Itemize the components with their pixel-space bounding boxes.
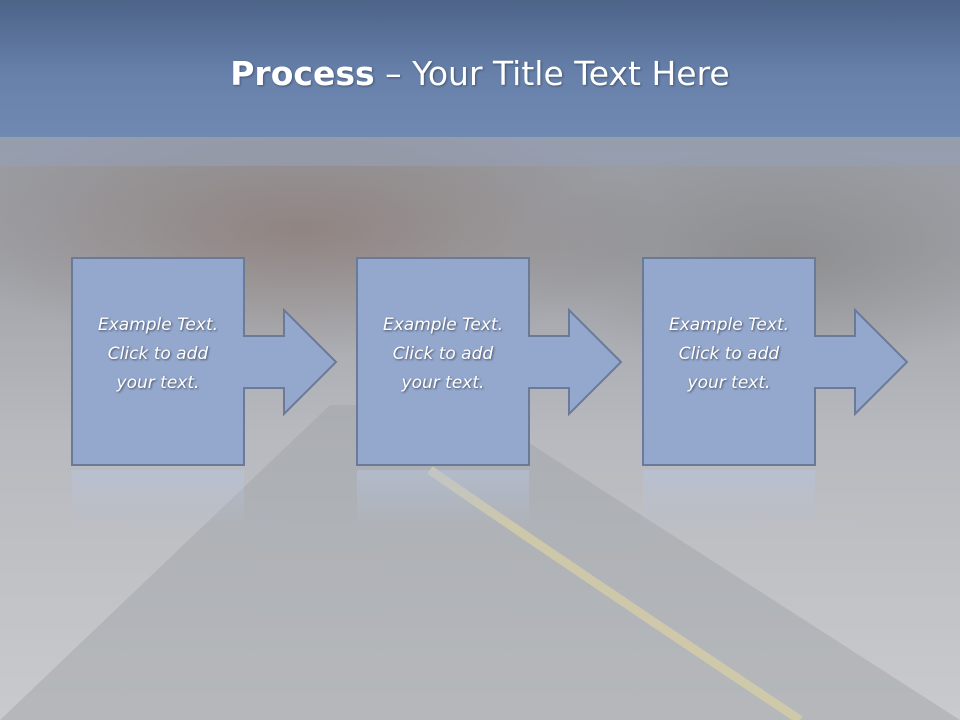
step-1-line-2: Click to add: [107, 344, 209, 364]
step-2-line-3: your text.: [401, 373, 485, 393]
step-3-line-2: Click to add: [678, 344, 780, 364]
step-2-arrow-shape: [356, 257, 623, 466]
step-3-line-3: your text.: [687, 373, 771, 393]
process-step-2[interactable]: [356, 257, 623, 530]
title-rest: – Your Title Text Here: [374, 54, 730, 93]
step-1-line-1: Example Text.: [97, 315, 219, 335]
title-bar: [0, 0, 960, 137]
step-2-reflection: [357, 470, 585, 530]
title-bar-band: [0, 137, 960, 166]
slide-title[interactable]: Process – Your Title Text Here: [0, 52, 960, 96]
step-2-text[interactable]: Example Text. Click to add your text.: [357, 311, 529, 398]
step-3-text[interactable]: Example Text. Click to add your text.: [643, 311, 815, 398]
title-bold: Process: [230, 54, 375, 93]
step-3-reflection: [643, 470, 871, 530]
step-3-line-1: Example Text.: [668, 315, 790, 335]
step-3-arrow-shape: [642, 257, 909, 466]
step-2-line-1: Example Text.: [382, 315, 504, 335]
step-1-arrow-shape: [71, 257, 338, 466]
step-1-reflection: [72, 470, 300, 530]
process-step-3[interactable]: [642, 257, 909, 530]
process-step-1[interactable]: [71, 257, 338, 530]
step-2-line-2: Click to add: [392, 344, 494, 364]
step-1-text[interactable]: Example Text. Click to add your text.: [72, 311, 244, 398]
step-1-line-3: your text.: [116, 373, 200, 393]
